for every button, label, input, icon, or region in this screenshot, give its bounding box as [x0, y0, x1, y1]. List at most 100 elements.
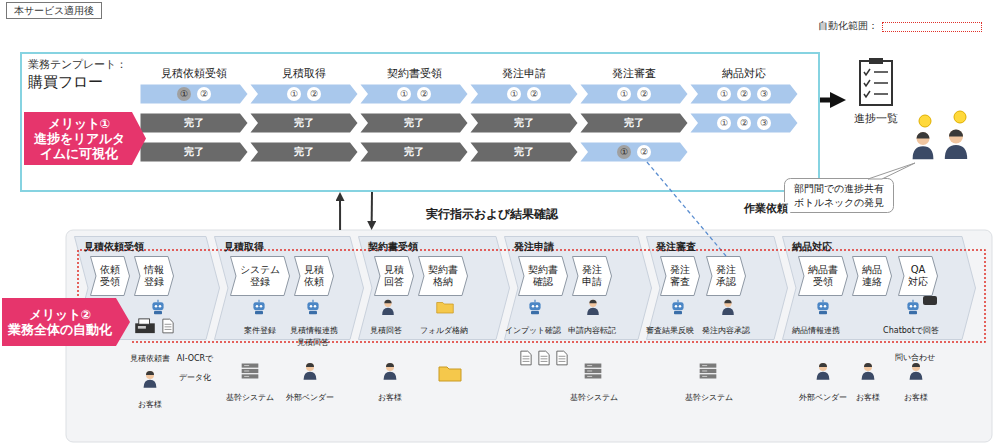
task-box: 契約書確認 — [518, 256, 568, 296]
task-box: 依頼受領 — [90, 256, 130, 296]
icon-label-holder: 案件登録 — [240, 318, 280, 337]
icon — [700, 364, 717, 379]
task-box: 納品書受領 — [798, 256, 848, 296]
node-text: 見積依頼受領 — [84, 240, 144, 254]
node-text: 見積取得 — [224, 240, 264, 254]
column-header-holder: 納品対応 — [690, 62, 798, 81]
icon — [242, 364, 259, 379]
node-text: 発注審査 — [669, 264, 691, 288]
icon-label: 基幹システム — [570, 393, 618, 402]
icon-label-holder: フォルダ格納 — [418, 318, 470, 337]
icon — [817, 363, 830, 380]
icon-label-holder: 見積依頼書 — [128, 346, 172, 365]
done-step: 完了 — [470, 113, 578, 133]
icon-label-holder: 基幹システム — [683, 385, 735, 404]
icon — [521, 351, 531, 365]
progress-step: ①② — [580, 142, 688, 162]
icon-label: 見積依頼書 — [130, 354, 170, 363]
process-panel: 見積依頼受領依頼受領情報登録見積取得システム登録見積依頼契約書受領見積回答契約書… — [66, 230, 992, 442]
progress-list: 進捗一覧 — [846, 58, 906, 128]
flow-note-holder: 実行指示および結果確認 — [392, 203, 592, 222]
node-text: 見積回答 — [383, 264, 405, 288]
column-header: 発注申請 — [502, 67, 546, 80]
node-text: 進捗一覧 — [854, 112, 898, 126]
icon — [910, 363, 923, 380]
node-text: ② — [737, 116, 751, 130]
task-box: 納品連絡 — [852, 256, 892, 296]
icon-label: 問い合わせ — [895, 353, 935, 362]
column-header: 納品対応 — [722, 67, 766, 80]
node-text: 見積依頼 — [303, 264, 325, 288]
icon-label: 納品情報連携 — [792, 326, 840, 335]
node-text: ③ — [757, 87, 771, 101]
icon-label-holder: お客様 — [848, 385, 888, 404]
icon — [945, 130, 967, 159]
icon-label: 見積回答 — [370, 326, 402, 335]
icon-label: お客様 — [138, 400, 162, 409]
legend-swatch — [882, 22, 982, 32]
node-outline — [580, 142, 688, 162]
icon-label: 基幹システム — [226, 393, 274, 402]
node-outline — [470, 84, 578, 104]
icon-label: 基幹システム — [685, 393, 733, 402]
node-text: 納品連絡 — [861, 264, 883, 288]
bottom-panel-ground — [66, 230, 992, 442]
process-chevron: 契約書受領見積回答契約書格納 — [358, 236, 510, 340]
icon-label-holder: Chatbotで回答 — [880, 318, 942, 337]
merit-arrow: メリット②業務全体の自動化 — [2, 298, 130, 346]
icon-label-holder: 問い合わせ — [890, 345, 940, 364]
icon-label: 審査結果反映 — [646, 326, 694, 335]
done-step: 完了 — [470, 142, 578, 162]
icon-label: お客様 — [904, 393, 928, 402]
process-chevron: 納品対応納品書受領納品連絡 QA対応 — [782, 236, 976, 340]
icon-label: お客様 — [378, 393, 402, 402]
node-text: ② — [737, 87, 751, 101]
node-text: ① — [287, 87, 301, 101]
icon-label-holder: 外部ベンダー — [285, 385, 335, 404]
icon — [557, 351, 567, 365]
connector — [371, 192, 373, 221]
progress-step: ①②③ — [690, 113, 798, 133]
node-text: 契約書受領 — [368, 240, 418, 254]
node-text: 完了 — [514, 145, 534, 159]
node-text: システム登録 — [239, 264, 281, 288]
column-header-holder: 発注申請 — [470, 62, 578, 81]
node-text: 業務全体の自動化 — [8, 322, 112, 337]
column-header: 契約書受領 — [387, 67, 442, 80]
task-box: QA対応 — [898, 256, 938, 296]
node-text: 情報登録 — [143, 264, 165, 288]
node-text: 完了 — [294, 145, 314, 159]
icon-label-holder: AI-OCRでデータ化 — [174, 346, 216, 384]
node-text: ② — [307, 87, 321, 101]
task-box: 見積回答 — [374, 256, 414, 296]
progress-step: ①② — [360, 84, 468, 104]
node-text: 部門間での進捗共有 ボトルネックの発見 — [790, 182, 888, 209]
node-text: 発注審査 — [656, 240, 696, 254]
node-text: ① — [617, 87, 631, 101]
done-step: 完了 — [360, 113, 468, 133]
task-box: 発注申請 — [572, 256, 612, 296]
task-box: 見積依頼 — [294, 256, 334, 296]
node-text: 納品対応 — [792, 240, 832, 254]
progress-step: ①② — [250, 84, 358, 104]
node-outline — [250, 84, 358, 104]
done-step: 完了 — [250, 142, 358, 162]
task-box: 情報登録 — [134, 256, 174, 296]
node-text: 完了 — [184, 145, 204, 159]
edge-label-holder: 作業依頼 — [742, 197, 790, 216]
node-text: 契約書格納 — [427, 264, 459, 288]
icon — [304, 363, 317, 380]
drawing-part — [954, 111, 966, 123]
icon — [437, 303, 454, 314]
node-text: ③ — [757, 116, 771, 130]
column-header-holder: 見積取得 — [250, 62, 358, 81]
icon-label: フォルダ格納 — [420, 326, 468, 335]
icon-label-holder: 発注内容承認 — [700, 318, 752, 337]
connector — [339, 201, 341, 230]
task-box: 発注審査 — [660, 256, 700, 296]
legend-text: 自動化範囲： — [818, 20, 878, 33]
icon-label: 見積情報連携 — [290, 326, 338, 335]
node-text: メリット① — [48, 116, 111, 131]
column-header: 見積依頼受領 — [161, 67, 227, 80]
progress-step: ①② — [470, 84, 578, 104]
